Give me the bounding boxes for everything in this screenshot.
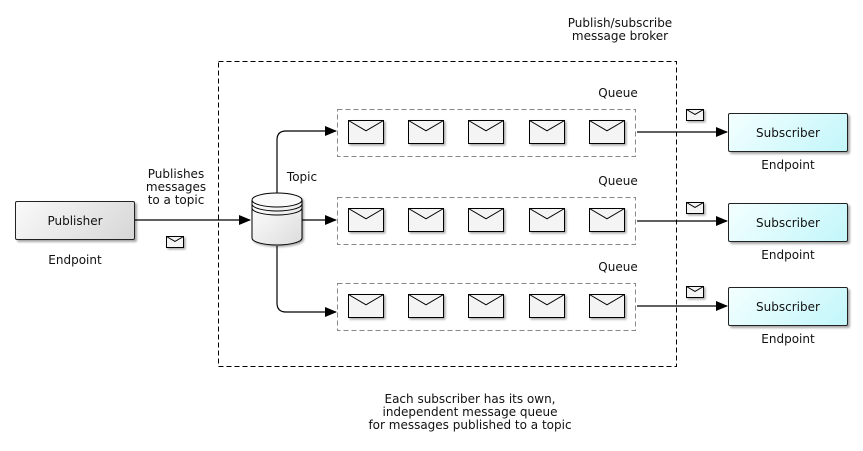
topic-label: Topic xyxy=(286,170,318,184)
subscriber-3-role: Endpoint xyxy=(761,332,815,346)
envelope-icon xyxy=(408,120,444,144)
envelope-icon xyxy=(686,109,704,121)
envelope-icon xyxy=(468,208,504,232)
envelope-icon xyxy=(348,120,384,144)
topic-to-queue-1-edge xyxy=(276,126,337,194)
subscriber-node-3[interactable]: Subscriber xyxy=(728,287,848,326)
queue-1 xyxy=(337,109,636,157)
envelope-icon xyxy=(468,120,504,144)
subscriber-2-label: Subscriber xyxy=(756,215,820,230)
envelope-icon xyxy=(408,208,444,232)
envelope-icon xyxy=(529,294,565,318)
footnote-line2: independent message queue xyxy=(382,405,558,419)
subscriber-1-role: Endpoint xyxy=(761,158,815,172)
subscriber-2-role: Endpoint xyxy=(761,248,815,262)
envelope-icon xyxy=(468,294,504,318)
envelope-icon xyxy=(529,120,565,144)
topic-to-queue-3-edge xyxy=(276,246,337,317)
publisher-role: Endpoint xyxy=(48,253,102,267)
publish-edge-line3: to a topic xyxy=(147,193,205,207)
queue-2-label: Queue xyxy=(598,174,638,188)
queue-2 xyxy=(337,197,636,245)
queue-3-label: Queue xyxy=(598,260,638,274)
envelope-icon xyxy=(348,208,384,232)
envelope-icon xyxy=(166,236,184,248)
footnote-line1: Each subscriber has its own, xyxy=(384,392,556,406)
publish-edge-line2: messages xyxy=(145,180,207,194)
publisher-label: Publisher xyxy=(47,213,103,228)
envelope-icon xyxy=(348,294,384,318)
envelope-icon xyxy=(686,286,704,298)
envelope-icon xyxy=(408,294,444,318)
queue-1-label: Queue xyxy=(598,86,638,100)
footnote-line3: for messages published to a topic xyxy=(368,418,572,432)
broker-title-line1: Publish/subscribe xyxy=(567,16,673,30)
envelope-icon xyxy=(589,294,625,318)
envelope-icon xyxy=(529,208,565,232)
subscriber-1-label: Subscriber xyxy=(756,125,820,140)
envelope-icon xyxy=(589,120,625,144)
subscriber-node-1[interactable]: Subscriber xyxy=(728,113,848,152)
broker-boundary xyxy=(218,61,677,367)
subscriber-3-label: Subscriber xyxy=(756,299,820,314)
envelope-icon xyxy=(589,208,625,232)
broker-title-line2: message broker xyxy=(571,29,669,43)
publish-edge-line1: Publishes xyxy=(147,167,205,181)
queue-3 xyxy=(337,283,636,331)
subscriber-node-2[interactable]: Subscriber xyxy=(728,203,848,242)
database-cylinder-icon xyxy=(251,192,303,246)
envelope-icon xyxy=(686,202,704,214)
publisher-node[interactable]: Publisher xyxy=(15,201,135,240)
